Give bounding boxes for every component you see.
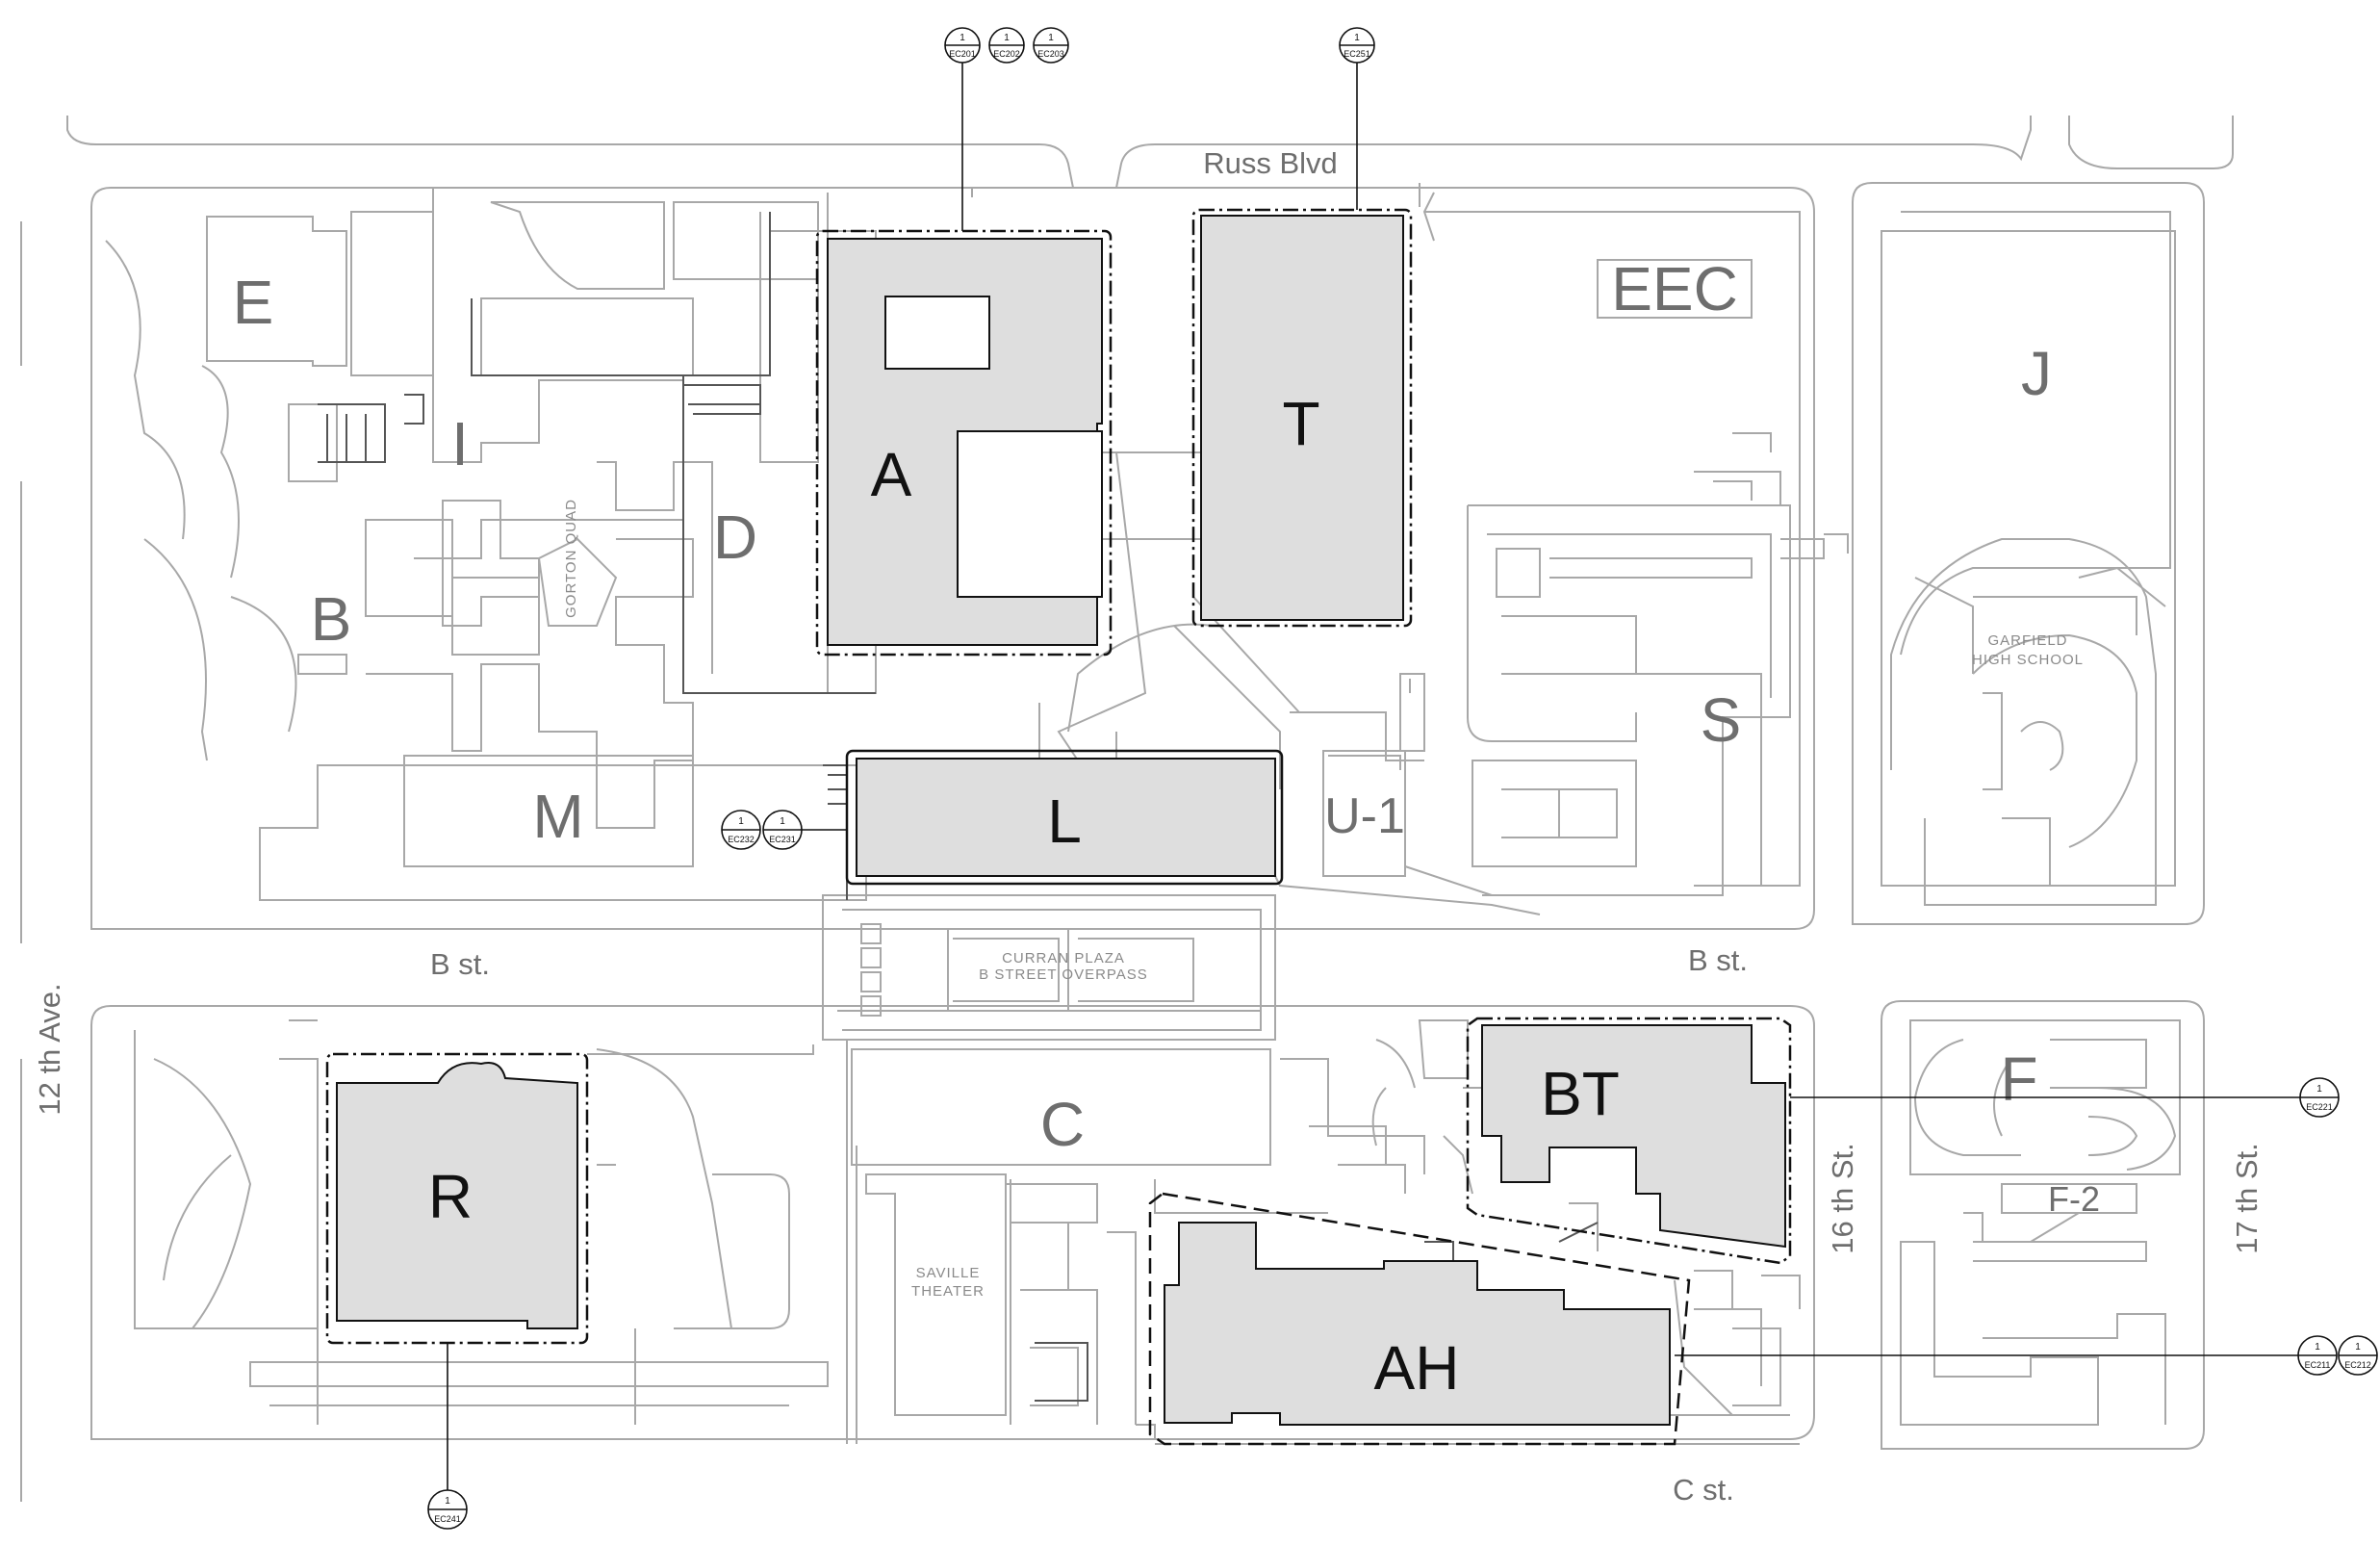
label-building-u1: U-1 xyxy=(1324,788,1405,844)
callout-ec212-code: EC212 xyxy=(2344,1360,2371,1370)
building-r-footprint[interactable] xyxy=(336,1062,578,1329)
note-curran-line2: B STREET OVERPASS xyxy=(979,966,1148,983)
note-saville-line2: THEATER xyxy=(911,1283,985,1300)
callout-ec221-num: 1 xyxy=(2316,1084,2322,1095)
site-linework xyxy=(20,116,2234,1502)
label-building-t: T xyxy=(1282,389,1319,458)
callout-ec212[interactable] xyxy=(2338,1335,2378,1376)
label-building-ah: AH xyxy=(1374,1333,1460,1403)
label-building-a: A xyxy=(871,440,912,509)
callout-ec231-num: 1 xyxy=(780,816,785,827)
street-b-st-left: B st. xyxy=(430,947,490,981)
callout-ec211-num: 1 xyxy=(2315,1342,2320,1353)
street-b-st-right: B st. xyxy=(1688,943,1748,977)
callout-ec232-code: EC232 xyxy=(728,835,755,844)
callout-ec251[interactable] xyxy=(1339,27,1375,64)
building-r-boundary xyxy=(325,1052,589,1345)
street-russ-blvd: Russ Blvd xyxy=(1203,146,1338,180)
building-a-boundary xyxy=(815,229,1113,657)
label-building-bt: BT xyxy=(1541,1059,1620,1128)
callout-ec221-code: EC221 xyxy=(2306,1102,2333,1112)
label-building-f: F xyxy=(2000,1044,2037,1114)
building-ah-boundary xyxy=(1148,1192,1691,1446)
label-building-m: M xyxy=(532,782,583,851)
label-building-d: D xyxy=(713,502,757,572)
label-building-b: B xyxy=(311,584,352,654)
callout-ec231-code: EC231 xyxy=(769,835,796,844)
callout-ec231[interactable] xyxy=(762,810,803,850)
street-12th-ave: 12 th Ave. xyxy=(33,983,66,1115)
note-curran-line1: CURRAN PLAZA xyxy=(1002,950,1125,966)
site-notes: GORTON QUAD GARFIELD HIGH SCHOOL CURRAN … xyxy=(563,499,2084,1300)
section-callouts xyxy=(427,27,2378,1530)
note-garfield-line2: HIGH SCHOOL xyxy=(1972,652,2084,668)
highlighted-buildings xyxy=(325,208,1792,1446)
building-l-footprint[interactable] xyxy=(856,758,1276,877)
building-l-boundary xyxy=(845,749,1284,886)
callout-ec203-code: EC203 xyxy=(1037,49,1064,59)
label-building-c: C xyxy=(1040,1090,1085,1159)
street-17th-st: 17 th St. xyxy=(2230,1143,2264,1253)
label-building-r: R xyxy=(428,1162,473,1231)
building-ah-footprint[interactable] xyxy=(1164,1222,1671,1426)
callout-text: 1 EC201 1 EC202 1 EC203 1 EC251 1 EC232 … xyxy=(434,33,2371,1524)
building-a-notch xyxy=(957,430,1103,598)
label-building-e: E xyxy=(233,268,274,337)
callout-ec241[interactable] xyxy=(427,1489,468,1530)
callout-ec251-num: 1 xyxy=(1354,33,1360,43)
note-saville-line1: SAVILLE xyxy=(916,1265,981,1281)
street-labels: Russ Blvd B st. B st. C st. 12 th Ave. 1… xyxy=(33,146,2264,1507)
callout-ec221[interactable] xyxy=(2299,1077,2340,1118)
callout-ec241-num: 1 xyxy=(445,1496,450,1507)
callout-ec232[interactable] xyxy=(721,810,761,850)
building-a-courtyard xyxy=(884,296,990,370)
street-c-st: C st. xyxy=(1673,1473,1734,1507)
label-building-s: S xyxy=(1701,685,1742,755)
building-t-footprint[interactable] xyxy=(1200,215,1404,621)
callout-ec201-code: EC201 xyxy=(949,49,976,59)
callout-ec212-num: 1 xyxy=(2355,1342,2361,1353)
building-bt-boundary xyxy=(1466,1017,1792,1265)
callout-ec241-code: EC241 xyxy=(434,1514,461,1524)
callout-ec202-code: EC202 xyxy=(993,49,1020,59)
label-building-l: L xyxy=(1047,786,1082,856)
street-16th-st: 16 th St. xyxy=(1826,1143,1859,1253)
callout-ec201-num: 1 xyxy=(960,33,965,43)
building-labels: A T L R BT AH E I B D M EEC J S U-1 C F … xyxy=(233,254,2100,1403)
callout-ec203-num: 1 xyxy=(1048,33,1054,43)
label-building-j: J xyxy=(2021,339,2052,408)
callout-ec232-num: 1 xyxy=(738,816,744,827)
callout-ec211[interactable] xyxy=(2297,1335,2338,1376)
callout-ec202-num: 1 xyxy=(1004,33,1010,43)
note-garfield-line1: GARFIELD xyxy=(1987,632,2067,649)
note-gorton-quad: GORTON QUAD xyxy=(563,499,579,618)
callout-ec202[interactable] xyxy=(988,27,1025,64)
label-building-f2: F-2 xyxy=(2048,1179,2100,1219)
callout-ec201[interactable] xyxy=(944,27,981,64)
callout-ec251-code: EC251 xyxy=(1344,49,1370,59)
label-building-eec: EEC xyxy=(1611,254,1738,323)
building-bt-footprint[interactable] xyxy=(1481,1024,1786,1249)
callout-ec203[interactable] xyxy=(1033,27,1069,64)
building-t-boundary xyxy=(1191,208,1413,628)
callout-ec211-code: EC211 xyxy=(2305,1360,2331,1370)
label-building-i: I xyxy=(451,409,469,478)
